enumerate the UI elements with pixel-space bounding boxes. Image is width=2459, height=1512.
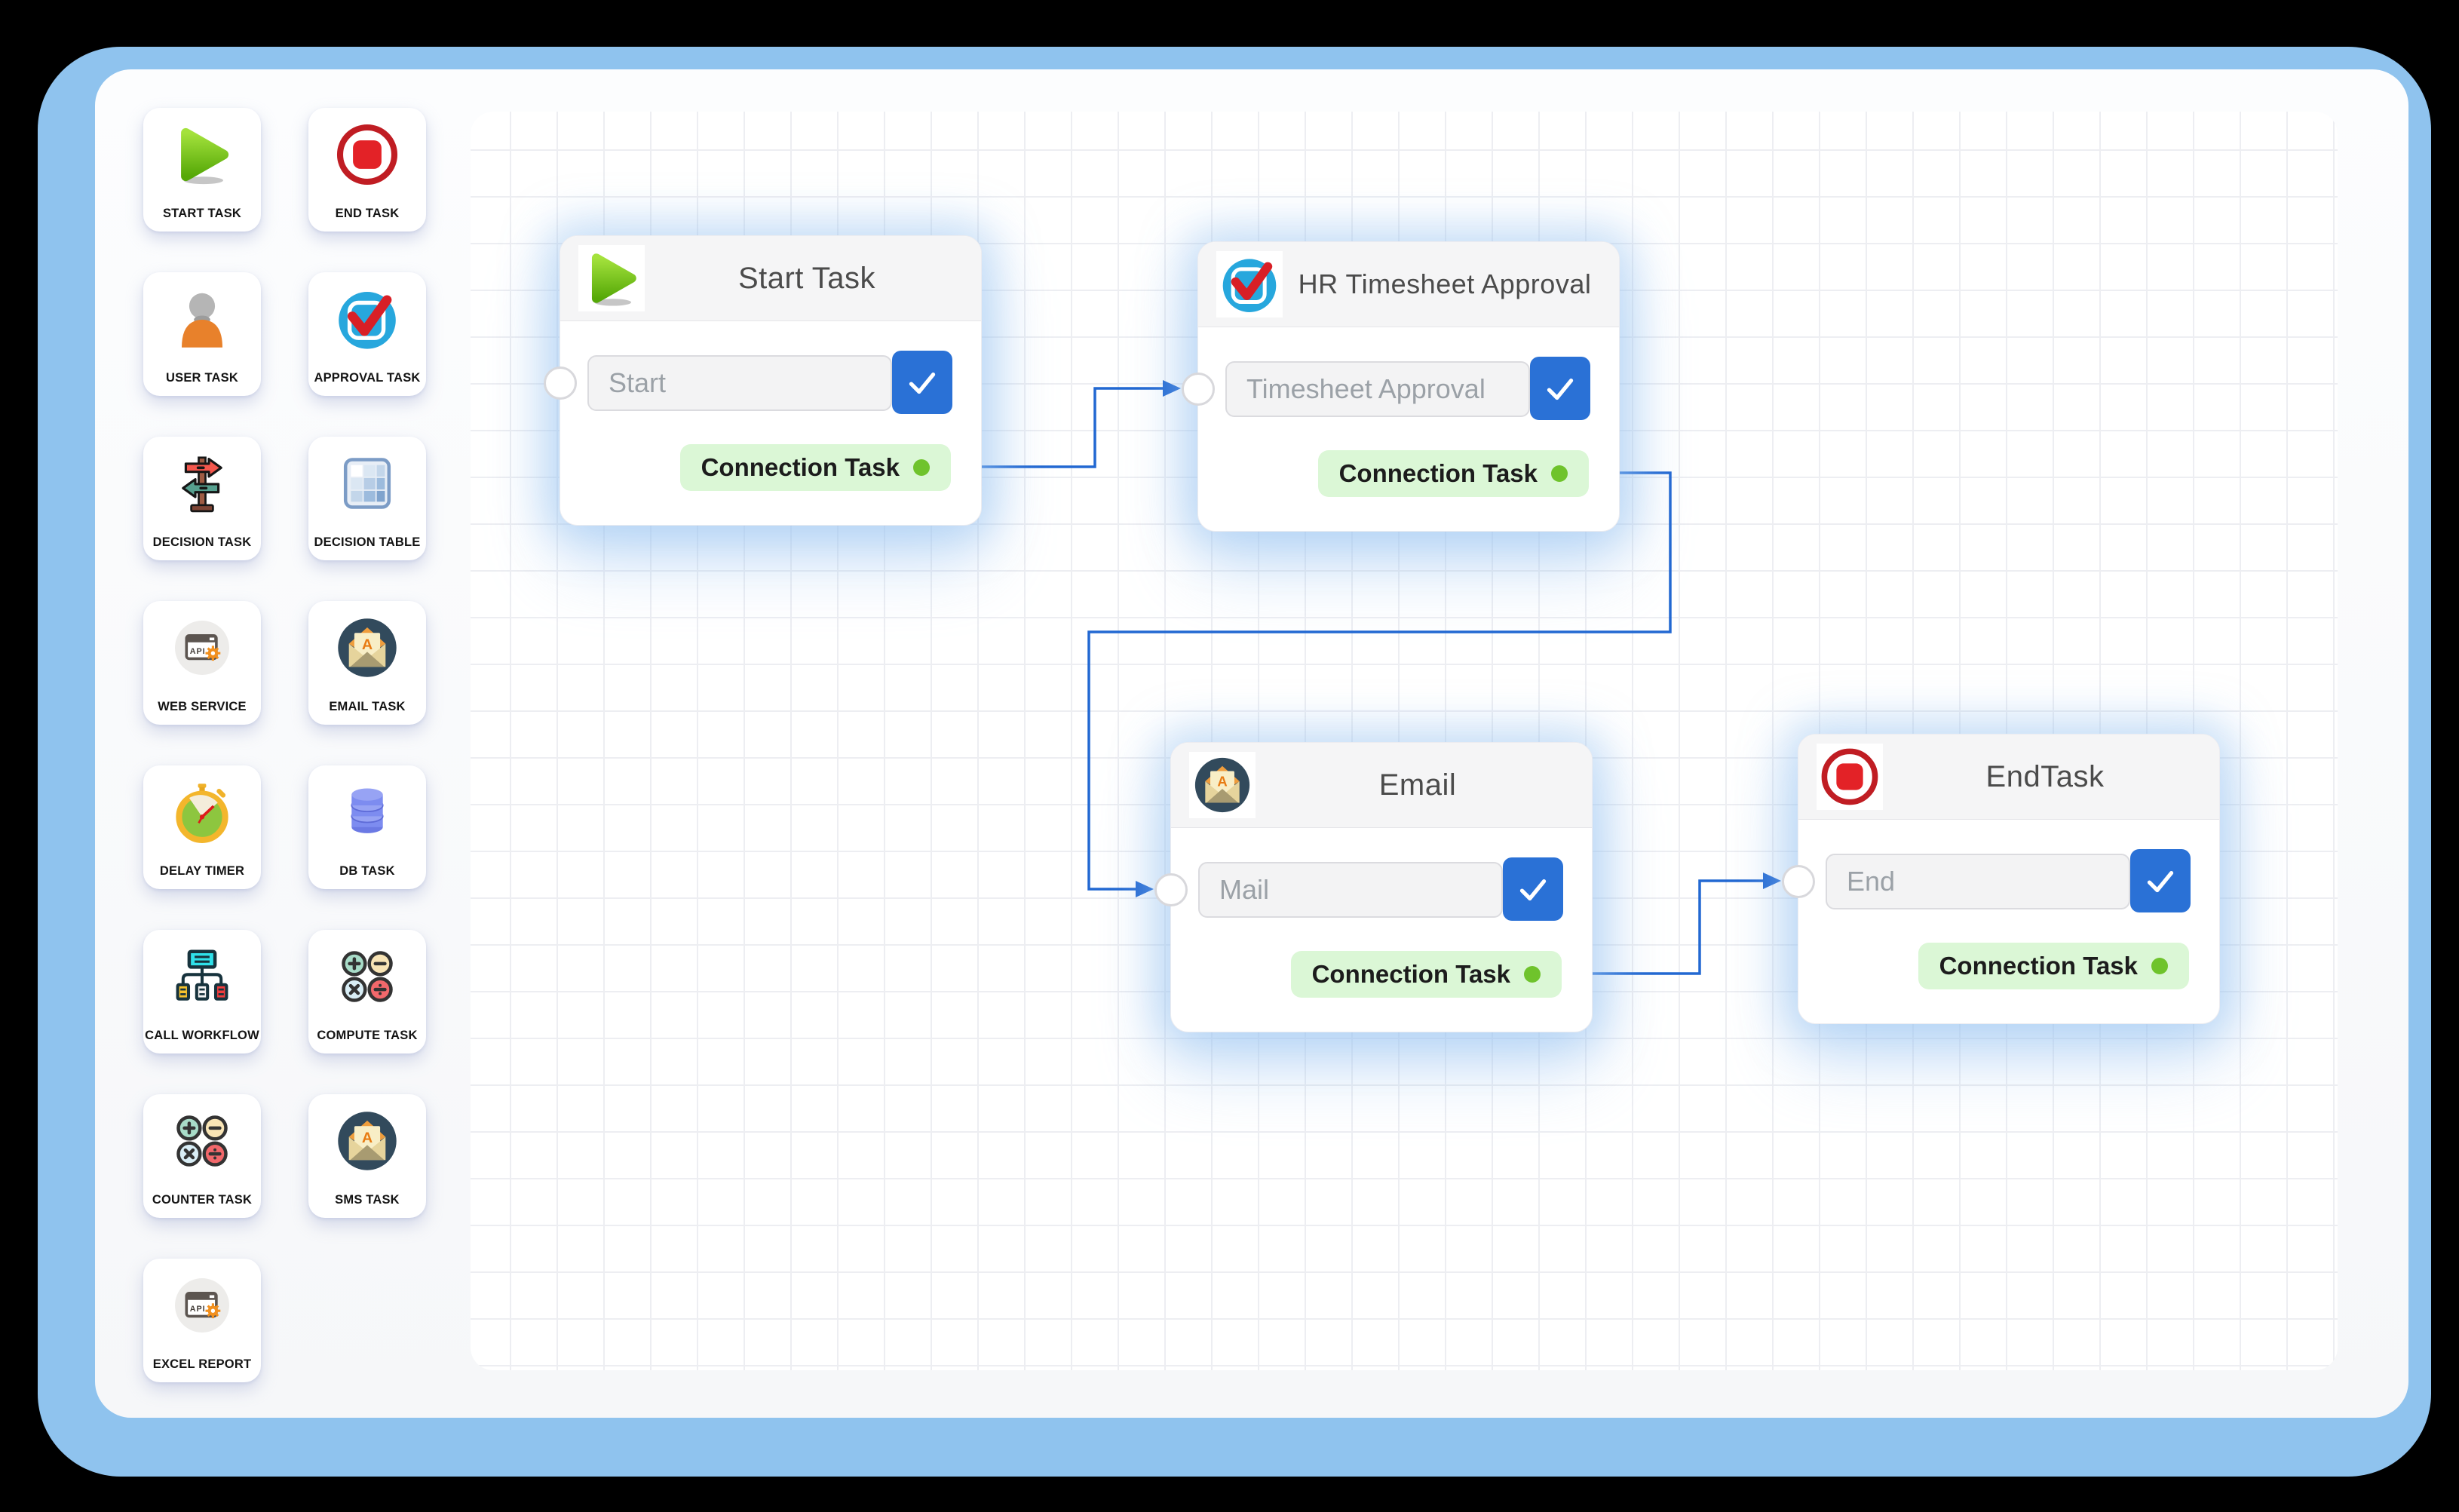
check-icon bbox=[903, 363, 942, 402]
palette-item-label: COUNTER TASK bbox=[152, 1193, 253, 1207]
connection-task-badge[interactable]: Connection Task bbox=[679, 444, 951, 491]
task-name-input[interactable] bbox=[1826, 854, 2130, 909]
task-palette: START TASK END TASK USER TASK APPROVAL T… bbox=[143, 108, 426, 1382]
palette-item-label: APPROVAL TASK bbox=[314, 371, 421, 385]
counter-task-icon bbox=[167, 1106, 237, 1176]
palette-item-end-task[interactable]: END TASK bbox=[308, 108, 426, 232]
start-task-icon bbox=[167, 120, 237, 189]
palette-item-start-task[interactable]: START TASK bbox=[143, 108, 261, 232]
check-icon bbox=[1541, 369, 1580, 408]
connection-task-badge[interactable]: Connection Task bbox=[1918, 943, 2189, 989]
palette-item-compute-task[interactable]: COMPUTE TASK bbox=[308, 930, 426, 1053]
palette-item-label: SMS TASK bbox=[335, 1193, 400, 1207]
palette-item-label: END TASK bbox=[335, 207, 400, 220]
palette-item-label: WEB SERVICE bbox=[158, 700, 247, 713]
palette-item-label: DECISION TASK bbox=[152, 535, 252, 549]
input-port[interactable] bbox=[1782, 865, 1815, 898]
palette-item-email-task[interactable]: EMAIL TASK bbox=[308, 601, 426, 725]
palette-item-call-workflow[interactable]: CALL WORKFLOW bbox=[143, 930, 261, 1053]
connector-hr-to-email[interactable] bbox=[1087, 471, 1672, 891]
approval-task-icon bbox=[333, 284, 402, 354]
palette-item-label: EXCEL REPORT bbox=[152, 1357, 252, 1371]
connection-task-badge[interactable]: Connection Task bbox=[1290, 951, 1562, 998]
badge-label: Connection Task bbox=[1338, 459, 1538, 487]
status-dot-icon bbox=[913, 459, 930, 476]
node-email[interactable]: Email Connection Task bbox=[1154, 742, 1593, 1032]
user-task-icon bbox=[167, 284, 237, 354]
node-header: Start Task bbox=[560, 236, 981, 321]
status-dot-icon bbox=[2151, 958, 2168, 974]
node-title: Start Task bbox=[737, 261, 876, 295]
task-name-input[interactable] bbox=[1198, 862, 1503, 918]
check-icon bbox=[1513, 869, 1553, 909]
confirm-button[interactable] bbox=[1530, 357, 1590, 420]
node-title: EndTask bbox=[1985, 759, 2105, 793]
call-workflow-icon bbox=[167, 942, 237, 1011]
palette-item-user-task[interactable]: USER TASK bbox=[143, 272, 261, 396]
input-port[interactable] bbox=[1154, 873, 1188, 906]
palette-item-label: DELAY TIMER bbox=[159, 864, 245, 878]
palette-item-approval-task[interactable]: APPROVAL TASK bbox=[308, 272, 426, 396]
end-task-icon bbox=[1817, 744, 1883, 810]
palette-item-label: EMAIL TASK bbox=[329, 700, 406, 713]
palette-item-excel-report[interactable]: EXCEL REPORT bbox=[143, 1259, 261, 1382]
excel-report-icon bbox=[167, 1271, 237, 1340]
start-task-icon bbox=[578, 245, 645, 311]
connection-task-badge[interactable]: Connection Task bbox=[1317, 450, 1589, 497]
approval-task-icon bbox=[1216, 251, 1283, 317]
confirm-button[interactable] bbox=[892, 351, 952, 414]
delay-timer-icon bbox=[167, 777, 237, 847]
connector-start-to-hr[interactable] bbox=[982, 387, 1163, 468]
node-title: Email bbox=[1378, 768, 1457, 802]
node-start-task[interactable]: Start Task Connection Task bbox=[544, 235, 982, 526]
task-name-input[interactable] bbox=[1225, 361, 1530, 417]
connector-email-to-end[interactable] bbox=[1593, 879, 1763, 975]
web-service-icon bbox=[167, 613, 237, 682]
end-task-icon bbox=[333, 120, 402, 189]
badge-label: Connection Task bbox=[701, 453, 900, 481]
palette-item-label: USER TASK bbox=[166, 371, 238, 385]
status-dot-icon bbox=[1551, 465, 1568, 482]
palette-item-decision-table[interactable]: DECISION TABLE bbox=[308, 437, 426, 560]
node-header: EndTask bbox=[1798, 735, 2219, 820]
palette-item-label: DB TASK bbox=[339, 864, 395, 878]
input-port[interactable] bbox=[544, 366, 577, 400]
palette-item-label: CALL WORKFLOW bbox=[145, 1029, 259, 1042]
status-dot-icon bbox=[1524, 966, 1541, 983]
decision-task-icon bbox=[167, 449, 237, 518]
palette-item-web-service[interactable]: WEB SERVICE bbox=[143, 601, 261, 725]
node-title: HR Timesheet Approval bbox=[1298, 268, 1592, 299]
confirm-button[interactable] bbox=[2130, 849, 2191, 912]
node-hr-timesheet-approval[interactable]: HR Timesheet Approval Connection Task bbox=[1182, 241, 1620, 532]
node-end-task[interactable]: EndTask Connection Task bbox=[1782, 734, 2220, 1024]
task-name-input[interactable] bbox=[587, 355, 892, 411]
palette-item-db-task[interactable]: DB TASK bbox=[308, 765, 426, 889]
node-header: HR Timesheet Approval bbox=[1198, 242, 1619, 327]
palette-item-counter-task[interactable]: COUNTER TASK bbox=[143, 1094, 261, 1218]
palette-item-label: DECISION TABLE bbox=[314, 535, 421, 549]
palette-item-label: COMPUTE TASK bbox=[317, 1029, 418, 1042]
node-header: Email bbox=[1171, 743, 1592, 828]
palette-item-sms-task[interactable]: SMS TASK bbox=[308, 1094, 426, 1218]
email-task-icon bbox=[1189, 752, 1256, 818]
decision-table-icon bbox=[333, 449, 402, 518]
badge-label: Connection Task bbox=[1939, 952, 2138, 980]
sms-task-icon bbox=[333, 1106, 402, 1176]
input-port[interactable] bbox=[1182, 373, 1215, 406]
badge-label: Connection Task bbox=[1311, 960, 1510, 988]
palette-item-decision-task[interactable]: DECISION TASK bbox=[143, 437, 261, 560]
confirm-button[interactable] bbox=[1503, 857, 1563, 921]
compute-task-icon bbox=[333, 942, 402, 1011]
palette-item-delay-timer[interactable]: DELAY TIMER bbox=[143, 765, 261, 889]
db-task-icon bbox=[333, 777, 402, 847]
email-task-icon bbox=[333, 613, 402, 682]
check-icon bbox=[2141, 861, 2180, 900]
palette-item-label: START TASK bbox=[162, 207, 242, 220]
